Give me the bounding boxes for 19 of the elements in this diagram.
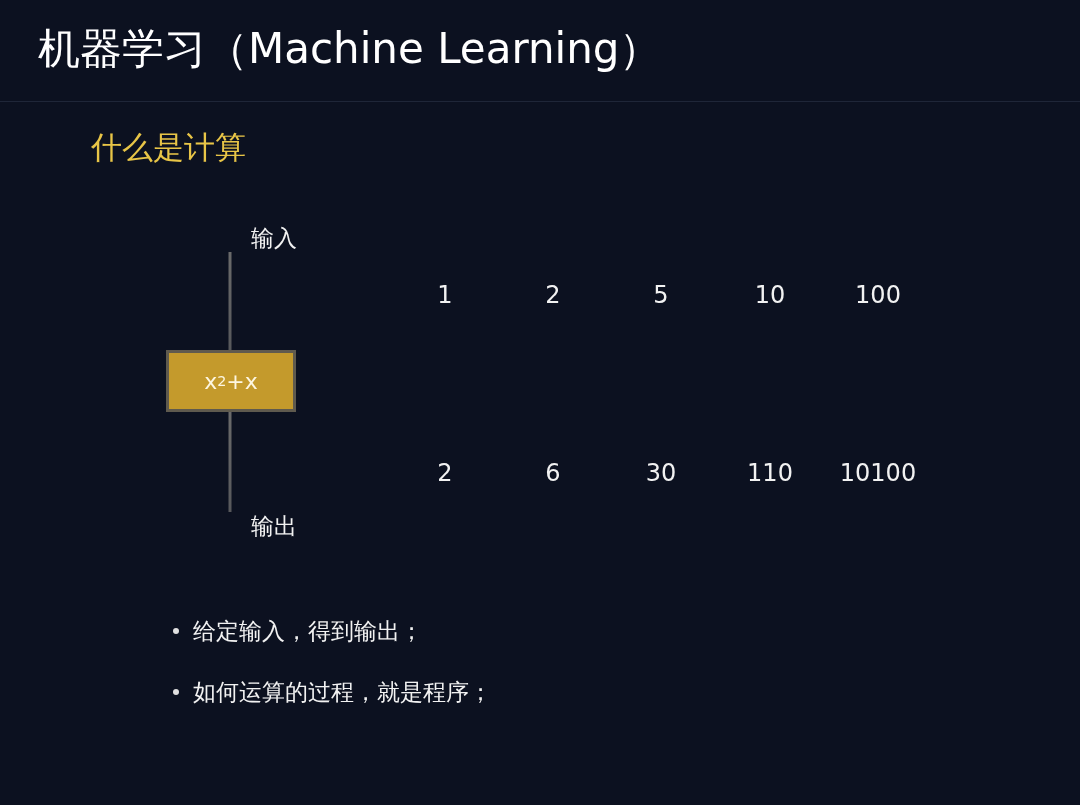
input-value: 1 [436,280,454,310]
section-heading: 什么是计算 [91,128,246,167]
input-value: 2 [544,280,562,310]
function-box: x$^{2}$+x [166,350,296,412]
connector-line [228,252,232,350]
connector-line [228,412,232,512]
input-value: 10 [753,280,787,310]
bullet-text: 如何运算的过程，就是程序； [193,678,492,707]
io-label: 输出 [251,512,297,541]
output-value: 10100 [838,458,918,488]
output-value: 2 [436,458,454,488]
output-value: 6 [544,458,562,488]
slide-title: 机器学习（Machine Learning） [38,23,662,75]
io-label: 输入 [251,224,297,253]
output-value: 30 [644,458,678,488]
input-value: 100 [854,280,902,310]
bullet-text: 给定输入，得到输出； [193,617,423,646]
input-value: 5 [652,280,670,310]
output-value: 110 [746,458,794,488]
